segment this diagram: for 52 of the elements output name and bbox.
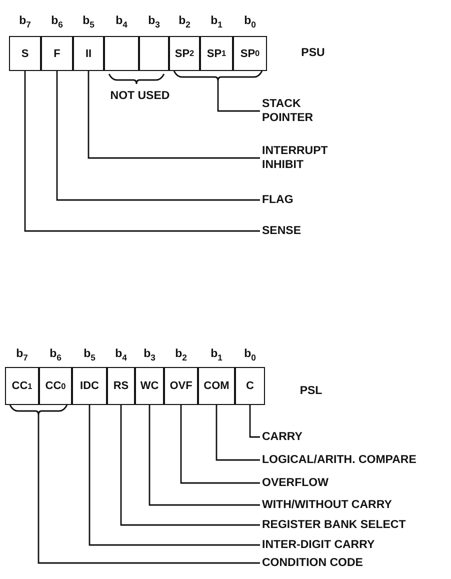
field-description: INTER-DIGIT CARRY (262, 538, 375, 552)
field-description: SENSE (262, 224, 301, 238)
leader-line (148, 405, 260, 506)
bit-number: b$_{0}$ (243, 15, 257, 32)
bit-number: b$_{1}$ (210, 15, 224, 32)
leader-line (24, 71, 260, 232)
bit-field-cell: WC (135, 367, 164, 405)
bit-number: b$_{6}$ (48, 348, 62, 364)
bit-number: b$_{5}$ (82, 348, 96, 364)
leader-line (173, 70, 263, 112)
bit-number: b$_{7}$ (18, 15, 32, 32)
leader-line (216, 405, 260, 461)
bit-field-cell (139, 36, 169, 71)
bit-number: b$_{4}$ (114, 348, 128, 364)
leader-line (88, 405, 260, 546)
bit-number: b$_{7}$ (15, 348, 29, 364)
bit-field-cell: OVF (164, 367, 198, 405)
field-description: INTERRUPT INHIBIT (262, 144, 342, 172)
field-description: CONDITION CODE (262, 556, 363, 570)
bit-number: b$_{2}$ (174, 348, 188, 364)
bracket-note: NOT USED (110, 90, 170, 103)
bit-number: b$_{6}$ (50, 15, 64, 32)
field-description: REGISTER BANK SELECT (262, 518, 406, 532)
bit-field-cell: COM (198, 367, 235, 405)
bit-number: b$_{0}$ (243, 348, 257, 364)
leader-line (9, 404, 261, 564)
leader-line (56, 71, 260, 201)
field-description: WITH/WITHOUT CARRY (262, 498, 392, 512)
bit-field-cell: II (73, 36, 104, 71)
leader-line (120, 405, 260, 526)
leader-line (180, 405, 260, 484)
register-name: PSL (298, 385, 324, 398)
leader-line (249, 405, 260, 438)
bit-number: b$_{5}$ (82, 15, 96, 32)
bit-field-cell: IDC (72, 367, 107, 405)
bit-number: b$_{2}$ (178, 15, 192, 32)
bit-number: b$_{4}$ (114, 15, 128, 32)
bit-field-cell: S (9, 36, 41, 71)
field-description: LOGICAL/ARITH. COMPARE (262, 453, 416, 467)
bit-field-cell (104, 36, 139, 71)
field-description: OVERFLOW (262, 476, 328, 490)
field-description: CARRY (262, 430, 302, 444)
leader-line (88, 71, 260, 159)
field-description: FLAG (262, 193, 294, 207)
bit-field-cell: C (235, 367, 265, 405)
bit-field-cell: F (41, 36, 73, 71)
bit-number: b$_{1}$ (210, 348, 224, 364)
bit-field-cell: RS (107, 367, 135, 405)
bit-number: b$_{3}$ (142, 348, 156, 364)
field-description: STACK POINTER (262, 97, 342, 125)
register-name: PSU (300, 47, 326, 60)
bit-number: b$_{3}$ (147, 15, 161, 32)
